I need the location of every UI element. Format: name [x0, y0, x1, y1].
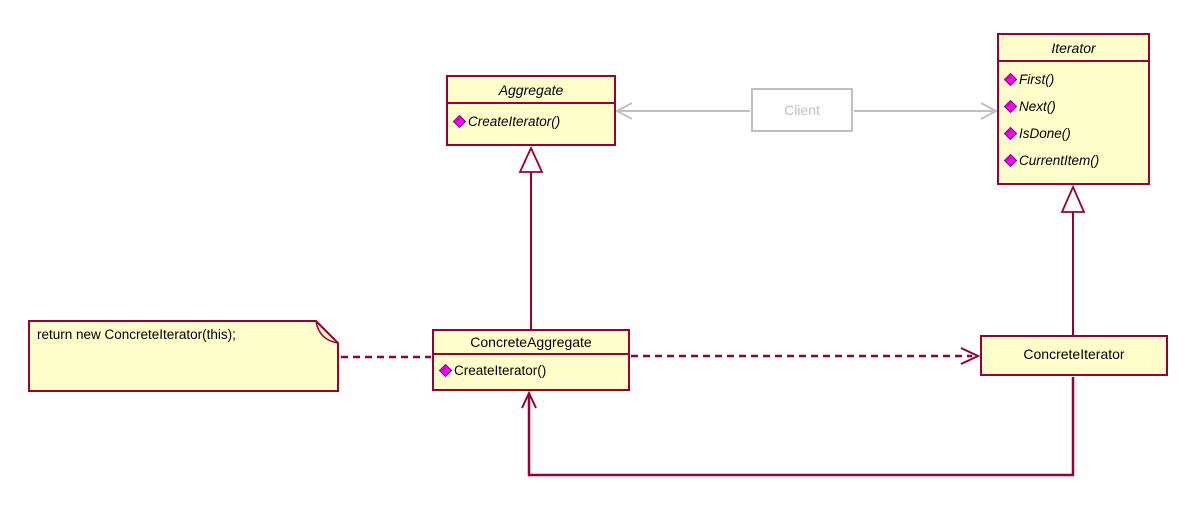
generalization-concreteiterator-to-iterator[interactable] — [1060, 184, 1086, 335]
method-row: CreateIterator() — [439, 357, 624, 384]
class-box-aggregate[interactable]: Aggregate CreateIterator() — [446, 75, 616, 146]
client-label: Client — [784, 102, 820, 118]
method-label: Next() — [1019, 99, 1056, 114]
association-client-to-aggregate[interactable] — [614, 102, 750, 120]
class-box-concreteiterator[interactable]: ConcreteIterator — [980, 335, 1168, 376]
class-name: ConcreteIterator — [1023, 346, 1125, 362]
method-row: Next() — [1004, 93, 1144, 120]
method-label: CurrentItem() — [1019, 153, 1100, 168]
method-row: First() — [1004, 66, 1144, 93]
operation-icon — [1004, 73, 1017, 86]
methods-compartment: CreateIterator() — [448, 102, 614, 139]
association-concreteiterator-to-concreteaggregate[interactable] — [521, 377, 1075, 477]
class-name: Iterator — [1051, 40, 1096, 56]
client-box[interactable]: Client — [751, 88, 853, 132]
method-row: IsDone() — [1004, 120, 1144, 147]
open-arrowhead-icon — [614, 102, 633, 120]
open-arrowhead-icon — [980, 102, 999, 120]
operation-icon — [1004, 154, 1017, 167]
open-arrowhead-icon — [960, 347, 981, 365]
methods-compartment: CreateIterator() — [434, 353, 628, 386]
method-label: CreateIterator() — [468, 114, 561, 129]
note-fold-icon — [315, 320, 339, 344]
note-shape[interactable] — [28, 320, 339, 392]
open-arrowhead-icon — [521, 390, 537, 409]
association-client-to-iterator[interactable] — [854, 102, 999, 120]
operation-icon — [1004, 100, 1017, 113]
class-name: ConcreteAggregate — [470, 334, 592, 350]
hollow-triangle-icon — [1060, 184, 1086, 213]
method-label: First() — [1019, 72, 1055, 87]
operation-icon — [1004, 127, 1017, 140]
dependency-concreteaggregate-to-concreteiterator[interactable] — [631, 347, 981, 365]
note-text: return new ConcreteIterator(this); — [37, 327, 236, 342]
method-label: IsDone() — [1019, 126, 1071, 141]
methods-compartment: First() Next() IsDone() — [999, 60, 1148, 178]
class-box-concreteaggregate[interactable]: ConcreteAggregate CreateIterator() — [432, 329, 630, 391]
hollow-triangle-icon — [518, 145, 544, 173]
method-label: CreateIterator() — [454, 363, 547, 378]
method-row: CurrentItem() — [1004, 147, 1144, 174]
class-name: Aggregate — [498, 82, 564, 98]
operation-icon — [453, 115, 466, 128]
class-box-iterator[interactable]: Iterator First() Next() — [997, 33, 1150, 185]
generalization-concreteaggregate-to-aggregate[interactable] — [518, 145, 544, 329]
method-row: CreateIterator() — [453, 108, 610, 135]
operation-icon — [439, 364, 452, 377]
